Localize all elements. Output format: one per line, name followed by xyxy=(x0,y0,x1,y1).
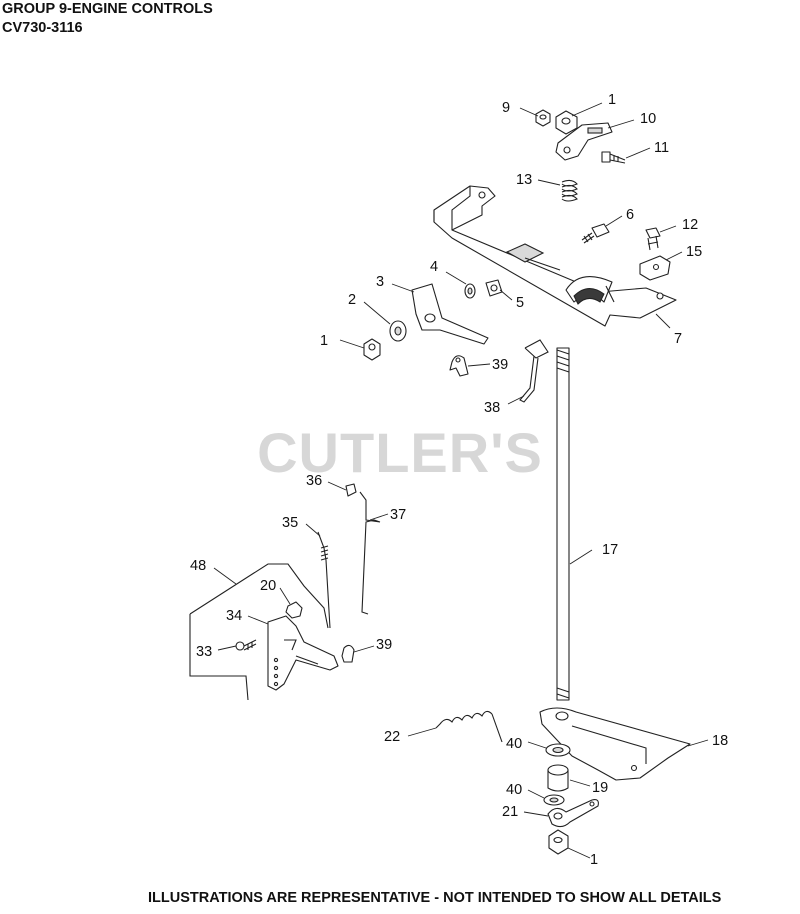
part-7-control-bracket xyxy=(433,185,677,327)
part-5-spacer xyxy=(485,279,503,297)
callout-39-top: 39 xyxy=(492,357,508,373)
part-40-bottom-washer xyxy=(543,794,565,806)
callout-2: 2 xyxy=(348,292,356,308)
callout-15: 15 xyxy=(686,244,702,260)
disclaimer-footer: ILLUSTRATIONS ARE REPRESENTATIVE - NOT I… xyxy=(148,890,722,906)
part-12-bolt xyxy=(645,227,661,251)
callout-labels: 9 1 10 11 13 6 12 15 7 4 3 5 2 1 39 38 3… xyxy=(190,92,728,868)
callout-4: 4 xyxy=(430,259,438,275)
callout-37: 37 xyxy=(390,507,406,523)
part-20-nut xyxy=(285,601,303,619)
part-33-screw xyxy=(235,639,257,651)
callout-10: 10 xyxy=(640,111,656,127)
part-6-stud xyxy=(581,223,610,244)
part-35-spring-rod xyxy=(317,531,331,629)
callout-7: 7 xyxy=(674,331,682,347)
part-39-bottom-swivel xyxy=(341,644,355,663)
part-18-plate xyxy=(539,707,691,781)
part-1-bottom-nut xyxy=(548,829,569,855)
callout-18: 18 xyxy=(712,733,728,749)
part-19-bushing xyxy=(547,764,569,792)
page-title: GROUP 9-ENGINE CONTROLS xyxy=(2,1,213,17)
part-22-spring xyxy=(435,710,503,743)
part-4-washer xyxy=(464,283,476,299)
callout-40-top: 40 xyxy=(506,736,522,752)
callout-19: 19 xyxy=(592,780,608,796)
part-13-spring xyxy=(561,179,578,202)
callout-34: 34 xyxy=(226,608,242,624)
callout-40-bottom: 40 xyxy=(506,782,522,798)
part-10-bracket xyxy=(555,122,613,161)
part-34-lever xyxy=(267,615,339,691)
callout-36: 36 xyxy=(306,473,322,489)
callout-6: 6 xyxy=(626,207,634,223)
part-21-lever xyxy=(547,799,599,828)
part-39-top-swivel xyxy=(449,355,469,377)
callout-1-left: 1 xyxy=(320,333,328,349)
callout-13: 13 xyxy=(516,172,532,188)
part-17-throttle-shaft xyxy=(556,347,570,701)
callout-38: 38 xyxy=(484,400,500,416)
callout-1-bottom: 1 xyxy=(590,852,598,868)
callout-39-bottom: 39 xyxy=(376,637,392,653)
callout-33: 33 xyxy=(196,644,212,660)
callout-48: 48 xyxy=(190,558,206,574)
callout-12: 12 xyxy=(682,217,698,233)
callout-17: 17 xyxy=(602,542,618,558)
callout-20: 20 xyxy=(260,578,276,594)
part-48-bracket-outline xyxy=(189,563,329,701)
part-37-rod xyxy=(359,491,381,615)
part-15-clip xyxy=(639,255,671,281)
callout-1-top: 1 xyxy=(608,92,616,108)
title-block: GROUP 9-ENGINE CONTROLS CV730-3116 xyxy=(2,0,213,38)
callout-21: 21 xyxy=(502,804,518,820)
model-number: CV730-3116 xyxy=(2,20,83,36)
part-11-screw xyxy=(601,151,626,164)
watermark: CUTLER'S xyxy=(257,421,543,484)
part-1-top-nut xyxy=(555,110,578,135)
callout-9: 9 xyxy=(502,100,510,116)
callout-3: 3 xyxy=(376,274,384,290)
callout-22: 22 xyxy=(384,729,400,745)
part-36-bushing xyxy=(345,483,357,497)
part-1-left-nut xyxy=(363,338,381,361)
part-3-lever xyxy=(411,283,489,345)
callout-35: 35 xyxy=(282,515,298,531)
callout-11: 11 xyxy=(654,140,669,156)
leader-lines xyxy=(213,102,709,859)
part-2-washer xyxy=(389,320,407,342)
part-38-link xyxy=(519,339,549,403)
part-9-nut xyxy=(535,109,551,127)
callout-5: 5 xyxy=(516,295,524,311)
part-40-top-washer xyxy=(545,743,571,757)
